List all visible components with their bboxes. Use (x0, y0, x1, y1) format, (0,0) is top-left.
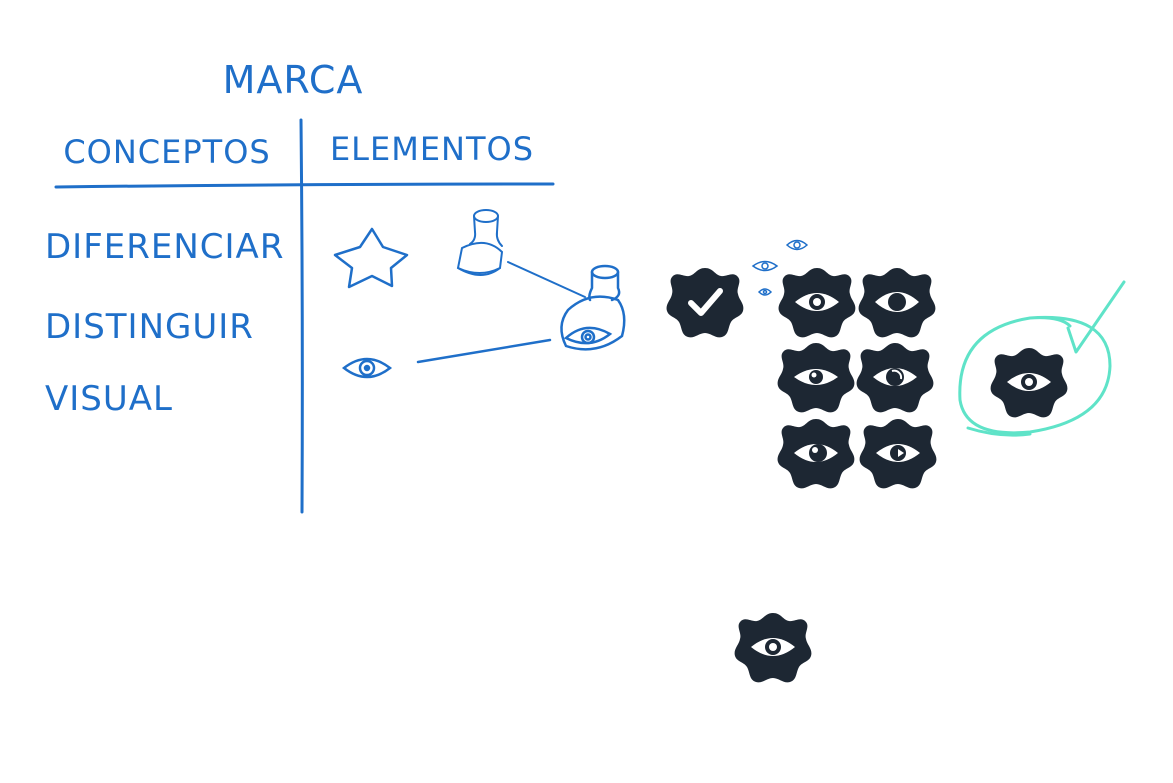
eye-badge-icon (859, 419, 937, 489)
concept-item: VISUAL (45, 379, 173, 419)
eye-icon (751, 260, 779, 272)
check-badge-icon (666, 268, 744, 338)
table-vertical-line (299, 118, 304, 514)
highlight-circle (958, 315, 1112, 435)
connector-line (507, 261, 586, 298)
concept-item: DISTINGUIR (45, 307, 254, 347)
star-icon (333, 227, 409, 289)
eye-badge-icon (777, 419, 855, 489)
eye-badge-icon (734, 613, 812, 683)
eye-badge-icon (777, 343, 855, 413)
eye-icon (341, 357, 393, 379)
connector-line (416, 338, 552, 364)
column-header-elements: ELEMENTOS (330, 130, 534, 168)
eye-badge-icon (856, 343, 934, 413)
eye-badge-icon (858, 268, 936, 338)
highlight-underline (966, 426, 1032, 437)
board-title: MARCA (223, 58, 364, 102)
eye-icon (757, 288, 773, 296)
concept-item: DIFERENCIAR (45, 227, 284, 267)
stamp-eye-icon (560, 264, 626, 351)
checkmark-icon (1066, 280, 1126, 354)
selected-eye-badge-icon (990, 348, 1068, 418)
stamp-icon (456, 209, 504, 276)
eye-icon (785, 239, 809, 251)
table-horizontal-line (54, 182, 555, 189)
eye-badge-icon (778, 268, 856, 338)
column-header-concepts: CONCEPTOS (63, 133, 270, 171)
